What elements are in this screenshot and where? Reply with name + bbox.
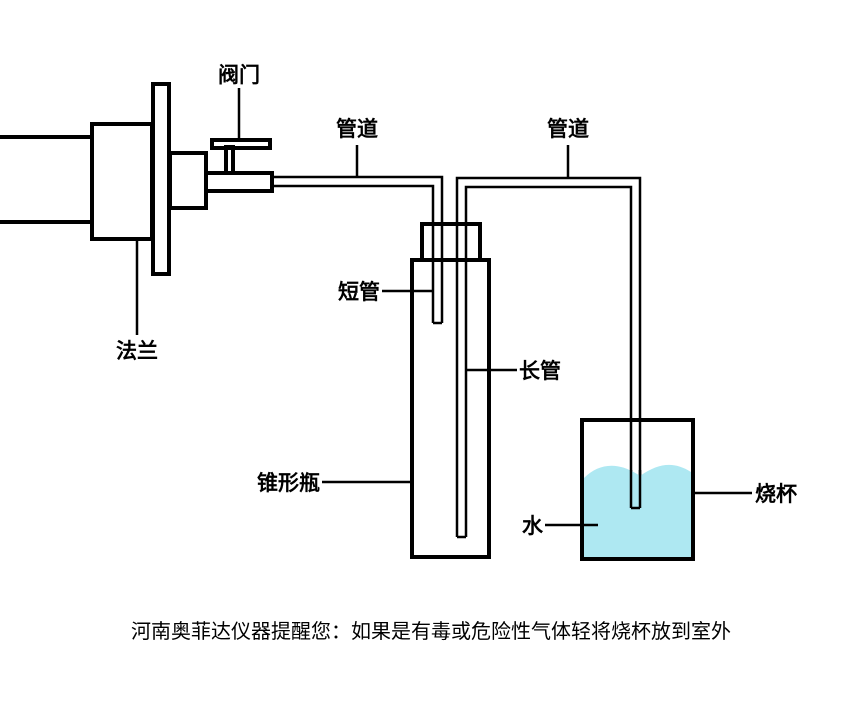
valve xyxy=(204,138,274,193)
footer-note: 河南奥菲达仪器提醒您：如果是有毒或危险性气体轻将烧杯放到室外 xyxy=(131,619,731,643)
flange xyxy=(90,82,208,276)
flask xyxy=(410,258,491,559)
pipe-right-label: 管道 xyxy=(547,117,589,141)
water-label: 水 xyxy=(522,514,544,538)
beaker-label: 烧杯 xyxy=(755,482,797,506)
beaker xyxy=(580,418,695,561)
pipe-left xyxy=(272,175,444,325)
valve-label: 阀门 xyxy=(218,63,260,87)
pipe-left-label: 管道 xyxy=(336,117,378,141)
main-pipe xyxy=(0,135,92,224)
flask-label: 锥形瓶 xyxy=(257,471,320,495)
flange-label: 法兰 xyxy=(116,339,158,363)
leader-lines xyxy=(135,88,752,527)
long-tube-label: 长管 xyxy=(519,359,561,383)
water-surface xyxy=(584,464,691,557)
short-tube-label: 短管 xyxy=(338,280,380,304)
flask-stopper xyxy=(420,222,482,262)
